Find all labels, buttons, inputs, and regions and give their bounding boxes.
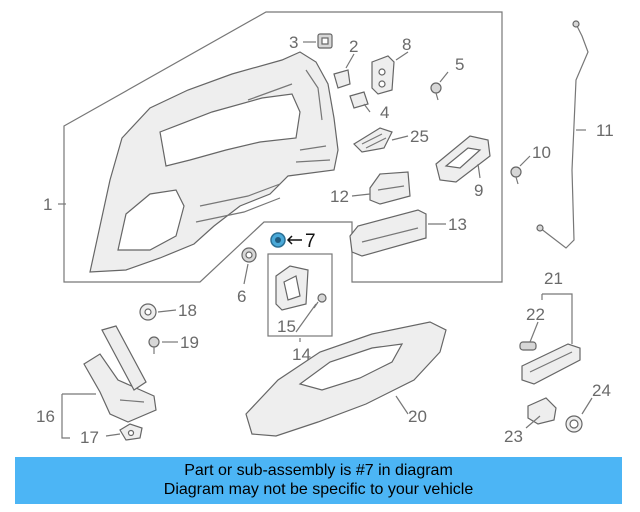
callout-2: 2 [349,37,358,56]
callout-19: 19 [180,333,199,352]
quarter-trim-panel [89,51,339,273]
part-19-pin [148,336,160,354]
callout-18: 18 [178,301,197,320]
callout-17: 17 [80,428,99,447]
part-6-grommet [241,247,257,263]
callout-16: 16 [36,407,55,426]
part-23-socket [527,397,557,425]
banner-line-2: Diagram may not be specific to your vehi… [163,481,474,498]
part-16-bracket [83,325,157,423]
callout-8: 8 [402,35,411,54]
part-3-clip [317,33,333,49]
callout-23: 23 [504,427,523,446]
callout-3: 3 [289,33,298,52]
part-12-lamp [369,171,411,205]
part-13-handle [349,209,427,257]
part-18-clip [139,303,157,321]
callout-21: 21 [544,269,563,288]
leader-lines [58,41,593,439]
callout-7: 7 [305,231,316,252]
part-7-highlighted [270,232,286,248]
part-5-screw [430,82,442,101]
callout-14: 14 [292,345,311,364]
part-2-clip [333,69,351,89]
part-20-tray [245,321,447,437]
info-banner: Part or sub-assembly is #7 in diagram Di… [15,457,622,504]
part-17-clip [119,423,143,441]
callout-24: 24 [592,381,611,400]
callout-22: 22 [526,305,545,324]
part-14-screw [313,293,327,309]
part-9-panel [435,135,491,183]
callout-20: 20 [408,407,427,426]
banner-line-1: Part or sub-assembly is #7 in diagram [184,462,453,479]
callout-15: 15 [277,317,296,336]
part-25-vent [353,127,393,153]
part-24-socket [565,415,583,433]
assembly-boundary-14 [267,253,333,337]
callout-25: 25 [410,127,429,146]
callout-10: 10 [532,143,551,162]
callout-1: 1 [43,195,52,214]
parts-diagram: 1 2 3 4 5 6 7 8 9 10 11 12 13 14 15 16 1… [36,11,614,447]
part-21-lamp [521,343,581,385]
callout-13: 13 [448,215,467,234]
part-11-cable [536,20,589,249]
callout-12: 12 [330,187,349,206]
part-22-bulb [519,341,537,351]
part-4-clip [349,91,369,109]
callout-11: 11 [596,121,614,140]
callout-6: 6 [237,287,246,306]
part-10-screw [510,166,522,185]
callout-4: 4 [380,103,389,122]
part-8-bracket [371,55,395,95]
part-15-cover [275,265,309,311]
callout-9: 9 [474,181,483,200]
callout-5: 5 [455,55,464,74]
